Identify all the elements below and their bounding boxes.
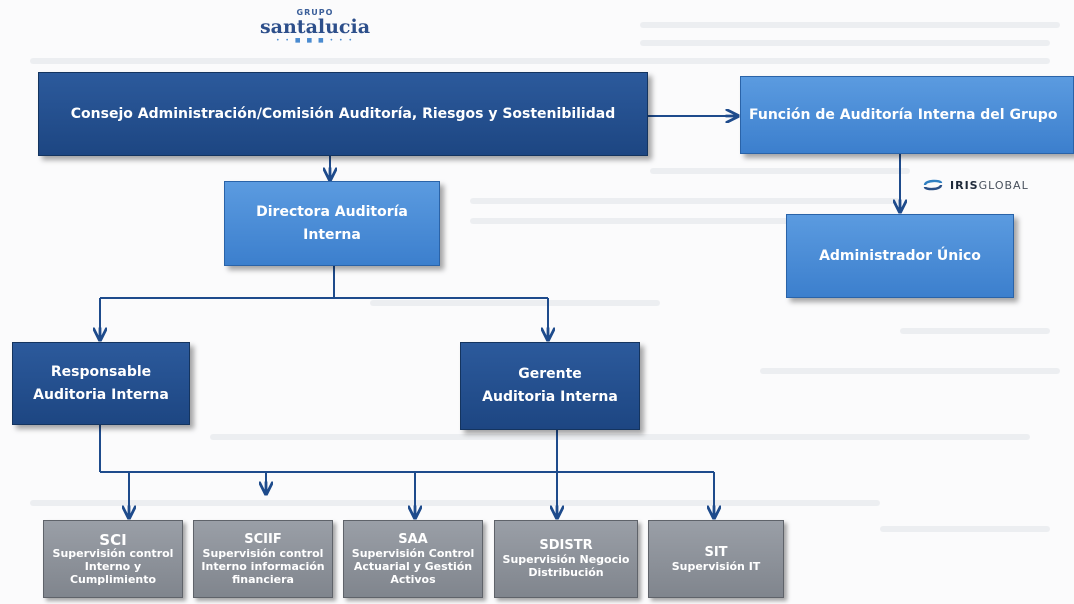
iris-suffix-text: GLOBAL bbox=[978, 178, 1029, 192]
node-gerente-line1: Gerente bbox=[518, 366, 582, 382]
unit-saa-code: SAA bbox=[398, 531, 428, 547]
node-responsable: Responsable Auditoria Interna bbox=[12, 342, 190, 425]
unit-sci: SCI Supervisión control Interno y Cumpli… bbox=[43, 520, 183, 598]
unit-sdistr-desc-1: Supervisión Negocio bbox=[502, 553, 630, 566]
unit-sciif: SCIIF Supervisión control Interno inform… bbox=[193, 520, 333, 598]
unit-sciif-desc-3: financiera bbox=[232, 572, 294, 586]
unit-sdistr-desc-2: Distribución bbox=[528, 566, 604, 579]
unit-sci-desc-1: Supervisión control bbox=[52, 546, 174, 560]
unit-saa-desc-3: Activos bbox=[390, 572, 436, 586]
node-directora: Directora Auditoría Interna bbox=[224, 181, 440, 266]
iris-swirl-icon bbox=[923, 179, 943, 191]
node-gerente-line2: Auditoria Interna bbox=[482, 389, 618, 405]
unit-saa-desc-1: Supervisión Control bbox=[351, 546, 475, 560]
node-directora-line2: Interna bbox=[303, 226, 361, 243]
unit-sci-code: SCI bbox=[99, 530, 127, 549]
node-gerente: Gerente Auditoria Interna bbox=[460, 342, 640, 430]
node-consejo-label: Consejo Administración/Comisión Auditorí… bbox=[70, 106, 616, 122]
unit-sciif-desc-2: Interno información bbox=[201, 559, 325, 573]
iris-global-logo: IRISGLOBAL bbox=[922, 178, 1029, 192]
unit-sdistr: SDISTR Supervisión Negocio Distribución bbox=[494, 520, 638, 598]
logo-group-text: GRUPO bbox=[296, 8, 334, 17]
node-funcion-auditoria: Función de Auditoría Interna del Grupo bbox=[740, 76, 1074, 154]
unit-sit: SIT Supervisión IT bbox=[648, 520, 784, 598]
node-directora-line1: Directora Auditoría bbox=[256, 203, 408, 220]
unit-sit-desc-1: Supervisión IT bbox=[671, 559, 761, 573]
unit-sciif-code: SCIIF bbox=[244, 531, 282, 547]
node-administrador-label: Administrador Único bbox=[819, 248, 981, 264]
unit-sci-desc-3: Cumplimiento bbox=[69, 572, 157, 586]
unit-sdistr-code: SDISTR bbox=[539, 538, 593, 553]
unit-sci-desc-2: Interno y bbox=[84, 559, 142, 573]
santalucia-logo: GRUPO santalucia • • ■ ■ ■ • • • bbox=[255, 8, 375, 44]
unit-sciif-desc-1: Supervisión control bbox=[202, 546, 324, 560]
node-consejo: Consejo Administración/Comisión Auditorí… bbox=[38, 72, 648, 156]
node-funcion-label: Función de Auditoría Interna del Grupo bbox=[749, 107, 1058, 123]
logo-dots: • • ■ ■ ■ • • • bbox=[275, 37, 355, 44]
unit-sit-code: SIT bbox=[704, 544, 728, 560]
unit-saa: SAA Supervisión Control Actuarial y Gest… bbox=[343, 520, 483, 598]
node-responsable-line2: Auditoria Interna bbox=[33, 386, 169, 403]
node-responsable-line1: Responsable bbox=[50, 363, 152, 380]
iris-brand-text: IRIS bbox=[950, 178, 979, 192]
node-administrador: Administrador Único bbox=[786, 214, 1014, 298]
logo-name-text: santalucia bbox=[259, 16, 371, 38]
unit-saa-desc-2: Actuarial y Gestión bbox=[353, 559, 473, 573]
